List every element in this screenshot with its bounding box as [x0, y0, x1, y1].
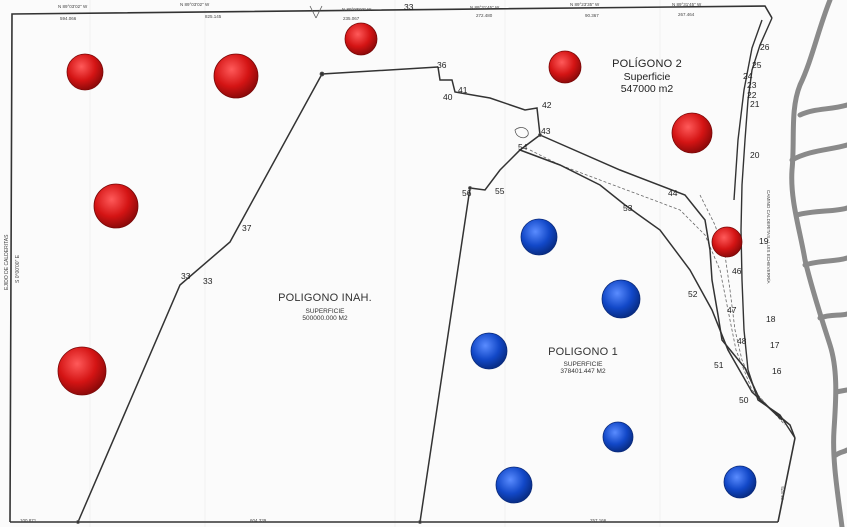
blue-marker-5: [495, 466, 533, 504]
blue-marker-2: [601, 279, 641, 319]
blue-marker-3: [470, 332, 508, 370]
top-distance-6: 267.464: [678, 12, 695, 17]
vertex-26: 26: [760, 42, 770, 52]
top-bearing-1: N 89°03'02" W: [58, 4, 88, 9]
top-bearing-6: N 89°31'45" W: [672, 2, 702, 7]
vertex-55: 55: [495, 186, 505, 196]
vertex-33-a: 33: [181, 271, 191, 281]
vertex-19: 19: [759, 236, 769, 246]
bottom-distance-4: 75.875: [780, 486, 785, 500]
vertex-23: 23: [747, 80, 757, 90]
vertex-53: 53: [623, 203, 633, 213]
blue-marker-4: [602, 421, 634, 453]
poligono-1-boundary: [419, 134, 796, 523]
river-edge: [789, 0, 847, 527]
blue-marker-6: [723, 465, 757, 499]
top-bearing-2: N 89°03'02" W: [180, 2, 210, 7]
bottom-distance-3: 257.166: [590, 518, 607, 523]
top-bearing-5: N 89°23'35" W: [570, 2, 600, 7]
top-bearing-3: N 89°03'02" W: [342, 7, 372, 12]
vertex-54: 54: [518, 142, 528, 152]
poligono-2-name: POLÍGONO 2: [612, 58, 682, 70]
vertex-20: 20: [750, 150, 760, 160]
red-marker-5: [671, 112, 713, 154]
bottom-distance-2: 604.339: [250, 518, 267, 523]
poligono-inah-subtitle: SUPERFICIE: [305, 307, 345, 315]
poligono-2-label: POLÍGONO 2 Superficie 547000 m2: [597, 58, 697, 95]
red-markers: [57, 22, 743, 396]
vertex-51: 51: [714, 360, 724, 370]
vertex-21: 21: [750, 99, 760, 109]
paper-texture: [89, 0, 661, 527]
left-boundary-line2: S 0°00'00" E: [15, 254, 21, 283]
red-marker-4: [548, 50, 582, 84]
red-marker-8: [57, 346, 107, 396]
top-distance-4: 272.480: [476, 13, 493, 18]
left-boundary-line1: EJIDO DE CALDERITAS: [4, 234, 10, 290]
vertex-18: 18: [766, 314, 776, 324]
small-features: [76, 5, 542, 524]
poligono-inah-boundary: [77, 66, 541, 523]
left-boundary-label: EJIDO DE CALDERITAS: [4, 235, 10, 290]
vertex-33-top: 33: [404, 2, 414, 12]
vertex-46: 46: [732, 266, 742, 276]
vertex-56: 56: [462, 188, 472, 198]
poligono-inah-label: POLIGONO INAH. SUPERFICIE 500000.000 M2: [265, 292, 385, 323]
vertex-50: 50: [739, 395, 749, 405]
top-distance-5: 90.367: [585, 13, 599, 18]
red-marker-1: [66, 53, 104, 91]
vertex-36: 36: [437, 60, 447, 70]
vertex-24: 24: [743, 71, 753, 81]
vertex-40: 40: [443, 92, 453, 102]
top-distance-3: 235.067: [343, 16, 360, 21]
outer-boundary: [9, 5, 796, 523]
poligono-inah-name: POLIGONO INAH.: [278, 292, 372, 304]
red-marker-7: [711, 226, 743, 258]
bottom-distance-1: 100.871: [20, 518, 37, 523]
vertex-47: 47: [727, 305, 737, 315]
vertex-41: 41: [458, 85, 468, 95]
vertex-16: 16: [772, 366, 782, 376]
blue-markers: [470, 218, 757, 504]
vertex-22: 22: [747, 90, 757, 100]
vertex-42: 42: [542, 100, 552, 110]
road-boundary: [733, 17, 796, 439]
vertex-43: 43: [541, 126, 551, 136]
red-marker-2: [213, 53, 259, 99]
poligono-2-subtitle: Superficie: [623, 70, 671, 83]
left-boundary-bearing: S 0°00'00" E: [15, 255, 21, 283]
poligono-1-subtitle: SUPERFICIE: [563, 360, 603, 368]
blue-marker-1: [520, 218, 558, 256]
poligono-1-name: POLIGONO 1: [548, 346, 618, 358]
poligono-1-label: POLIGONO 1 SUPERFICIE 378401.447 M2: [543, 346, 623, 376]
vertex-48: 48: [737, 336, 747, 346]
vertex-33-b: 33: [203, 276, 213, 286]
poligono-inah-area: 500000.000 M2: [302, 315, 348, 323]
vertex-25: 25: [752, 60, 762, 70]
poligono-2-area: 547000 m2: [620, 82, 674, 95]
top-bearing-4: N 89°31'45" W: [470, 5, 500, 10]
red-marker-6: [93, 183, 139, 229]
vertex-52: 52: [688, 289, 698, 299]
top-distance-1: 594.066: [60, 16, 77, 21]
vertex-37: 37: [242, 223, 252, 233]
red-marker-3: [344, 22, 378, 56]
poligono-1-area: 378401.447 M2: [560, 368, 606, 376]
vertex-17: 17: [770, 340, 780, 350]
top-distance-2: 825.145: [205, 14, 222, 19]
vertex-44: 44: [668, 188, 678, 198]
